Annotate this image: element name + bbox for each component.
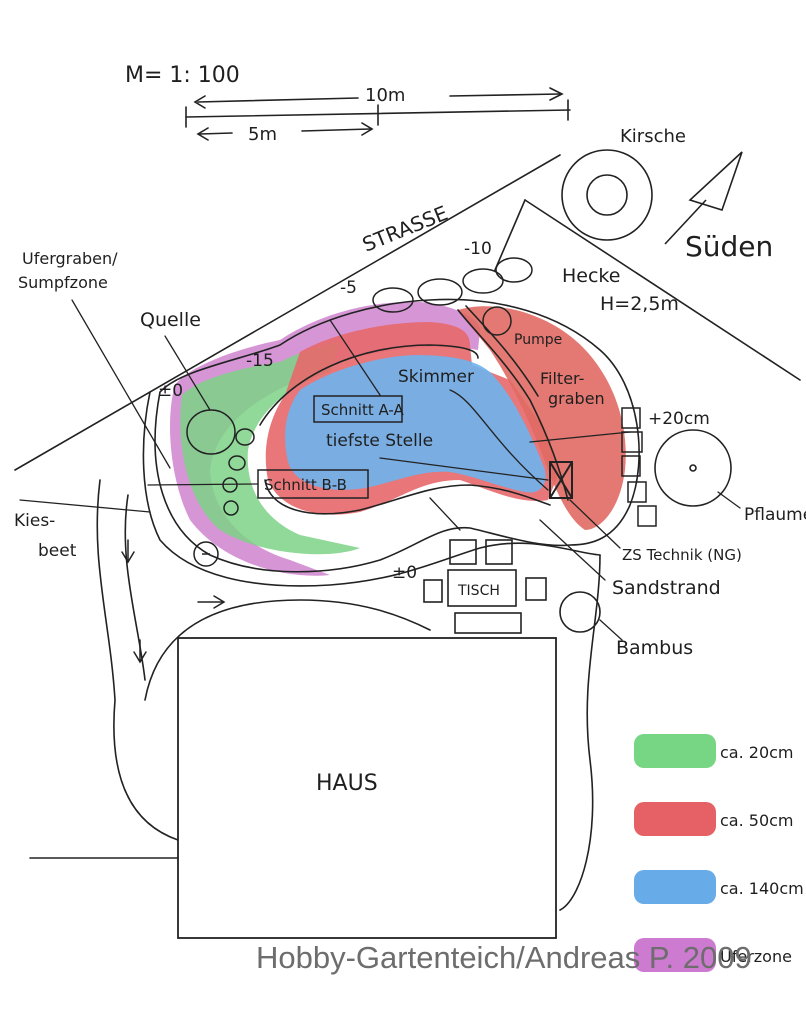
level-minus10: -10 — [464, 239, 492, 259]
compass-arrow — [664, 151, 743, 245]
filter-trench-red — [458, 306, 626, 530]
plum-label: Pflaume — [744, 505, 806, 525]
legend-label: Uferzone — [720, 947, 792, 966]
legend-label: ca. 20cm — [720, 743, 794, 762]
house-label: HAUS — [316, 771, 378, 796]
tree-symbols — [559, 149, 732, 633]
level-minus5: -5 — [340, 278, 357, 298]
filter-trench-label: Filter-graben — [540, 369, 605, 408]
caption: Hobby-Gartenteich/Andreas P. 2009 — [256, 940, 752, 975]
technik-box — [549, 461, 573, 499]
deep-zone-blue — [285, 355, 546, 493]
deepest-label: tiefste Stelle — [326, 431, 433, 451]
hedge-label: Hecke — [562, 265, 620, 287]
spring-label: Quelle — [140, 309, 201, 331]
section-b-label: Schnitt B-B — [264, 476, 347, 494]
legend-label: ca. 50cm — [720, 811, 794, 830]
legend-swatch — [634, 938, 716, 972]
scale-label: M= 1: 100 — [125, 63, 240, 88]
table-group — [423, 539, 547, 634]
legend-swatch — [634, 802, 716, 836]
scale-bar — [185, 87, 571, 141]
stones — [186, 257, 657, 567]
table-label: TISCH — [457, 583, 500, 599]
scale-total-label: 10m — [365, 85, 405, 106]
skimmer-label: Skimmer — [398, 367, 474, 387]
bank-zone-label: Ufergraben/Sumpfzone — [18, 249, 118, 292]
technik-label: ZS Technik (NG) — [622, 546, 742, 564]
legend-swatch — [634, 870, 716, 904]
hedge-height-label: H=2,5m — [600, 293, 679, 315]
plus20-label: +20cm — [648, 409, 710, 429]
pump-label: Pumpe — [514, 332, 562, 348]
level-zero-left: ±0 — [158, 381, 183, 401]
level-minus15: -15 — [246, 351, 274, 371]
level-zero-bottom: ±0 — [392, 563, 417, 583]
scale-half-label: 5m — [248, 124, 277, 145]
bamboo-label: Bambus — [616, 637, 693, 659]
leader-lines — [19, 299, 741, 641]
flow-arrows — [121, 539, 226, 664]
compass-label: Süden — [685, 230, 773, 263]
legend-swatch — [634, 734, 716, 768]
gravel-bed-label: Kies-beet — [14, 511, 77, 561]
house-outline — [177, 637, 557, 939]
section-a-box — [313, 395, 403, 423]
legend-label: ca. 140cm — [720, 879, 804, 898]
shallow-zone-green — [180, 342, 360, 555]
street-label: STRASSE — [359, 201, 451, 257]
section-a-label: Schnitt A-A — [321, 401, 404, 419]
site-lines — [14, 154, 801, 911]
pond-outlines — [142, 298, 640, 587]
cherry-label: Kirsche — [620, 126, 686, 147]
beach-label: Sandstrand — [612, 577, 721, 599]
